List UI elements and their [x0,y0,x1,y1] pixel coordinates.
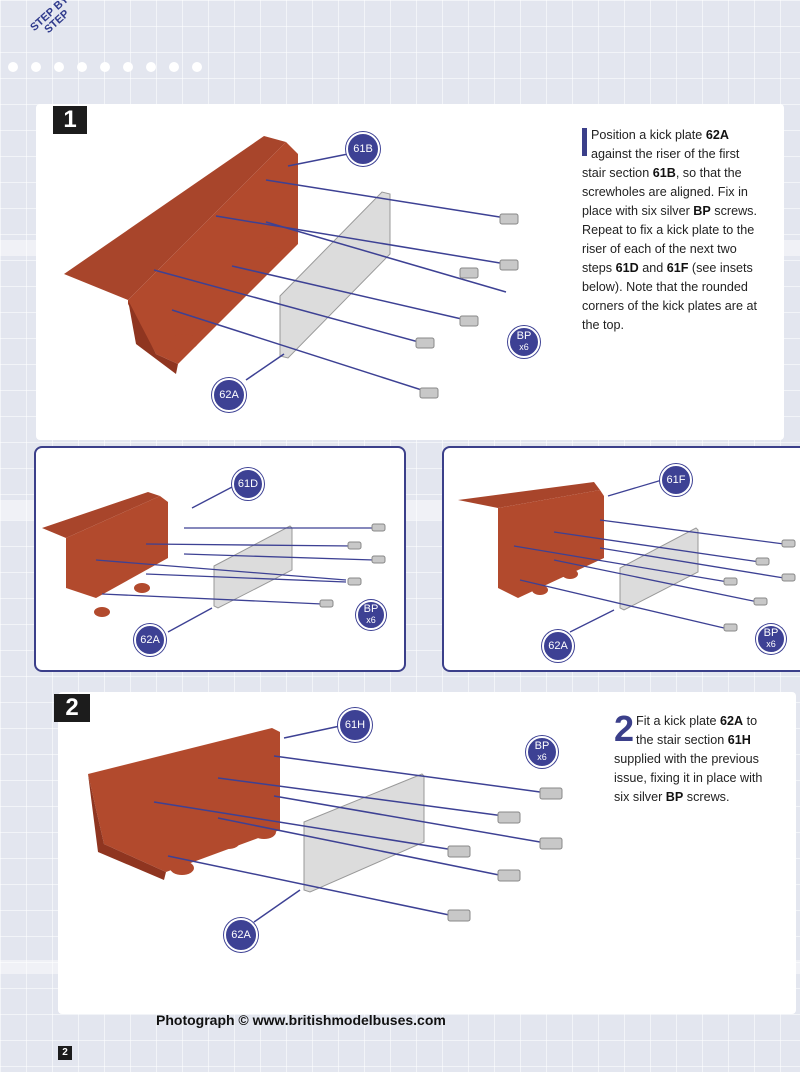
inset-right-61f: 61F 62A BP x6 [442,446,800,672]
part-callout-61d: 61D [232,468,264,500]
part-callout-62a: 62A [542,630,574,662]
page-number: 2 [58,1046,72,1060]
screw-label: BP [516,330,532,342]
screw-qty: x6 [366,615,376,625]
part-callout-61b: 61B [346,132,380,166]
screw-callout-bp: BP x6 [756,624,786,654]
part-callout-61h: 61H [338,708,372,742]
screw-label: BP [534,740,550,752]
accent-bar [582,128,587,156]
step1-instructions: Position a kick plate 62A against the ri… [582,128,757,332]
step1-illustration [64,136,519,399]
part-callout-61f: 61F [660,464,692,496]
screw-callout-bp: BP x6 [526,736,558,768]
inset-left-illustration [42,485,386,633]
inset-right-illustration [458,479,796,633]
part-callout-62a: 62A [134,624,166,656]
screw-label: BP [363,603,379,615]
screw-label: BP [763,627,779,639]
step-number-badge: 2 [54,694,90,722]
part-callout-62a: 62A [212,378,246,412]
step-number-inline: 2 [614,708,635,749]
screw-callout-bp: BP x6 [508,326,540,358]
photo-credit: Photograph © www.britishmodelbuses.com [156,1012,446,1028]
screw-qty: x6 [766,639,776,649]
step2-illustration [88,725,563,923]
step-number-badge: 1 [53,106,87,134]
header-dots [8,62,202,72]
screw-callout-bp: BP x6 [356,600,386,630]
inset-left-61d: 61D 62A BP x6 [34,446,406,672]
step1-panel: 1 61B 62A BP x6 Position a kick plat [36,104,784,440]
screw-qty: x6 [519,342,529,352]
part-callout-62a: 62A [224,918,258,952]
screw-qty: x6 [537,752,547,762]
